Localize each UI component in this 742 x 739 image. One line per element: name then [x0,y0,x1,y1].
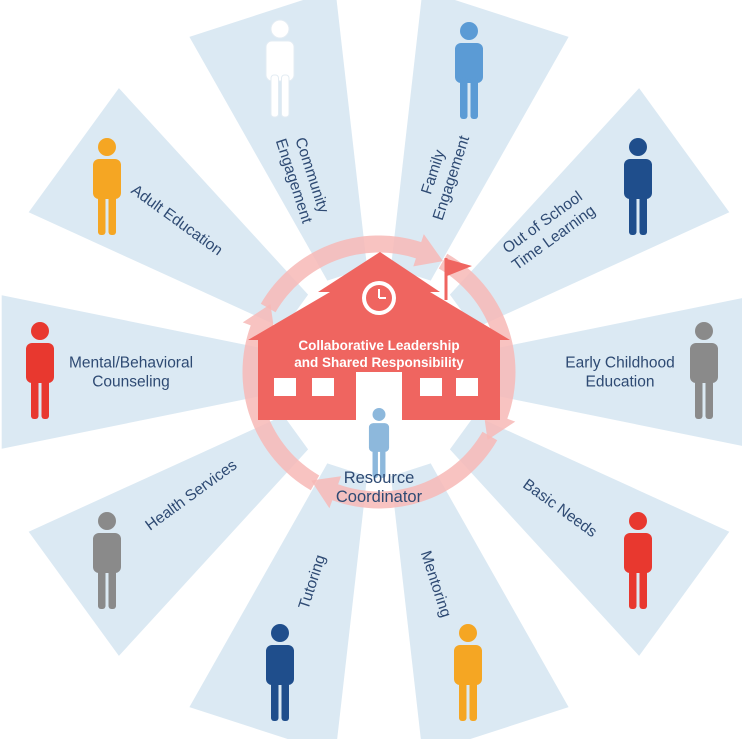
early-childhood-education-person-icon [690,322,718,419]
cycle-arrow-1 [260,234,443,313]
cycle-arrow-3 [311,431,498,509]
health-services-person-icon [93,512,121,609]
coordinator-person-icon [368,408,390,478]
ray-community-engagement [189,0,368,281]
flag-icon [447,259,472,276]
adult-education-person-icon [93,138,121,235]
coordinator-label-line2: Coordinator [336,488,423,506]
cycle-arrow-4 [242,304,320,491]
ray-tutoring [189,463,368,739]
resource-coordinator: Resource Coordinator [336,408,423,506]
mentoring-person-icon [454,624,482,721]
ray-family-engagement [390,0,569,281]
ray-mentoring [390,463,569,739]
basic-needs-person-icon [624,512,652,609]
ray-mental-behavioral-counseling [1,295,277,449]
tutoring-person-icon [266,624,294,721]
out-of-school-time-learning-person-icon [624,138,652,235]
ray-early-childhood-education [481,298,742,446]
coordinator-label-line1: Resource [344,469,415,487]
ray-basic-needs [449,415,730,656]
school-title-line1: Collaborative Leadership [298,338,459,353]
family-engagement-person-icon [455,22,483,119]
school-title-line2: and Shared Responsibility [294,355,464,370]
community-engagement-person-icon [265,19,295,118]
ray-out-of-school-time-learning [449,88,730,329]
school-building: Collaborative Leadership and Shared Resp… [248,252,510,420]
mental-behavioral-counseling-person-icon [26,322,54,419]
